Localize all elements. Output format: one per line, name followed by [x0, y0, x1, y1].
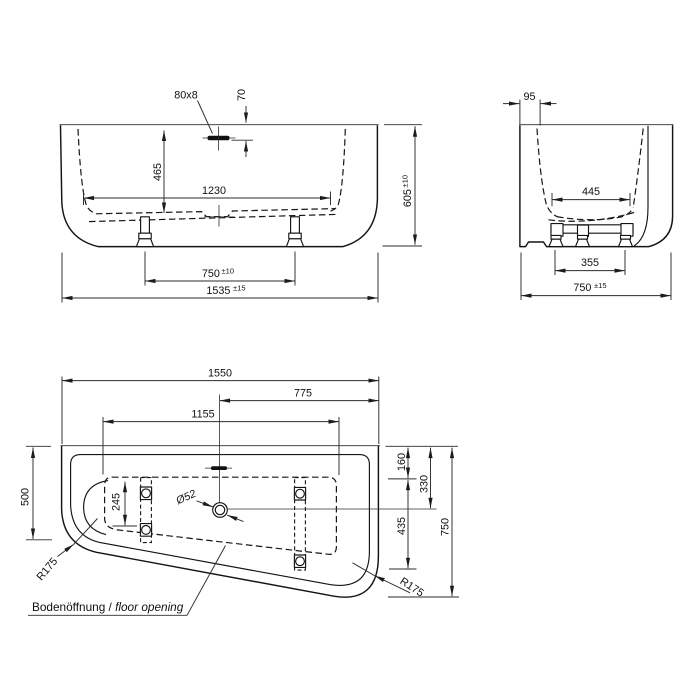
dim-front-overflow-size: 80x8	[174, 90, 213, 134]
side-support-frame	[548, 223, 634, 248]
label-floor-opening: Bodenöffnung / floor opening	[28, 545, 226, 616]
dim-side-rim-ledge: 95	[503, 91, 557, 126]
front-foot-left	[135, 216, 155, 248]
dim-text-overall-height: 605±10	[401, 175, 414, 207]
dim-plan-overall-length: 1550	[61, 367, 380, 444]
dim-front-overall-height: 605±10	[382, 124, 422, 247]
front-foot-right	[285, 216, 305, 248]
dim-plan-drain-to-right: 775	[219, 387, 379, 403]
front-outline	[59, 124, 379, 248]
dim-text-overall-length: 1550	[208, 367, 232, 379]
dim-front-inner-bottom-width: 1230	[83, 185, 331, 205]
dim-plan-left-depth: 500	[20, 445, 52, 541]
plan-overflow-slot	[205, 466, 232, 470]
dim-text-plan-overall-depth: 750	[440, 518, 452, 536]
dim-plan-drain-diameter: Ø52	[174, 488, 244, 523]
dim-plan-rail-length: 435	[389, 479, 417, 570]
plan-centerlines	[219, 394, 437, 510]
side-outline	[519, 124, 674, 248]
front-overflow-slot	[202, 126, 236, 151]
plan-rail-right	[293, 477, 307, 571]
dim-text-side-overall-depth: 750±15	[573, 281, 606, 294]
dim-text-overflow-size: 80x8	[174, 90, 197, 102]
dim-text-overflow-drop: 70	[236, 89, 248, 101]
front-view: 80x8 70 465 1230 750±10 1535±	[59, 89, 422, 303]
dim-text-drain-to-right: 775	[294, 387, 312, 399]
dim-front-overflow-drop: 70	[231, 89, 253, 157]
dim-plan-edge-to-drain: 330	[419, 447, 433, 509]
floor-opening-text: Bodenöffnung / floor opening	[32, 600, 184, 614]
dim-front-inner-depth: 465	[152, 130, 167, 213]
side-view: 95 445 355 750±15	[503, 91, 674, 300]
dim-text-radius-left: R175	[34, 556, 60, 583]
plan-outline	[60, 445, 380, 598]
dim-side-foot-spacing: 355	[554, 250, 626, 275]
dim-text-foot-spacing: 750±10	[202, 267, 234, 280]
plan-floor-opening-dashed	[104, 476, 337, 555]
dim-text-inner-bottom-width: 1230	[202, 185, 226, 197]
dim-plan-rail-offset: 245	[111, 481, 137, 527]
dim-text-floor-opening-length: 1155	[191, 408, 214, 420]
dim-text-rail-offset: 245	[111, 493, 123, 511]
dim-text-rail-length: 435	[396, 517, 408, 535]
dim-text-inner-depth: 465	[152, 163, 164, 181]
plan-view: 1550 775 1155 500 245 Ø52	[20, 367, 459, 616]
dim-text-side-foot-spacing: 355	[581, 257, 599, 269]
dim-text-side-inner-width: 445	[582, 186, 600, 198]
dim-text-drain-diameter: Ø52	[174, 488, 198, 508]
dim-side-inner-bottom-width: 445	[551, 186, 631, 207]
dim-front-overall-width: 1535±15	[61, 252, 379, 303]
dim-plan-overall-depth: 750	[388, 447, 459, 598]
dim-plan-radius-right: R175	[352, 562, 426, 599]
dim-text-radius-right: R175	[398, 575, 426, 599]
plan-rail-left	[139, 477, 153, 544]
dim-side-overall-depth: 750±15	[520, 252, 672, 300]
dim-plan-floor-opening-length: 1155	[102, 408, 340, 475]
dim-text-overall-width: 1535±15	[206, 284, 245, 297]
dim-front-foot-spacing: 750±10	[144, 251, 296, 286]
front-drain-centermark	[204, 205, 234, 227]
dim-text-edge-to-rail: 160	[396, 453, 408, 471]
plan-drain	[212, 502, 228, 518]
side-hidden-lines	[536, 128, 644, 222]
dim-text-rim-ledge: 95	[523, 91, 535, 103]
dim-text-edge-to-drain: 330	[419, 475, 431, 493]
front-hidden-lines	[77, 128, 346, 223]
dim-text-left-depth: 500	[20, 488, 32, 506]
dim-plan-edge-to-rail: 160	[385, 445, 458, 480]
